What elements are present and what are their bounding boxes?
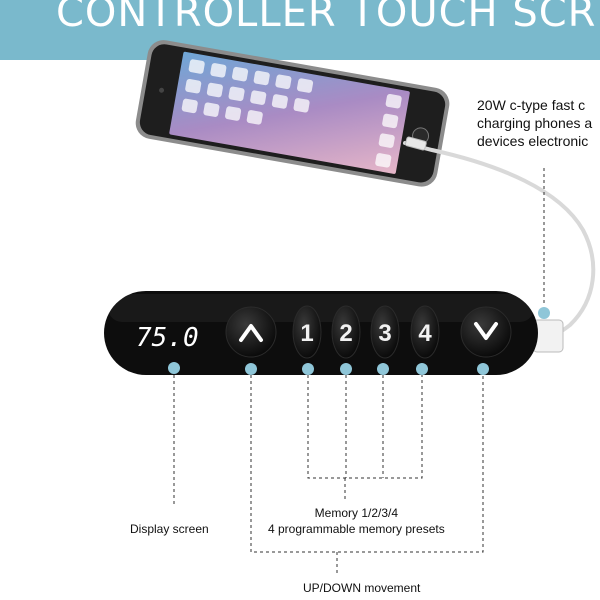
charging-note: 20W c-type fast c charging phones a devi… bbox=[477, 96, 600, 150]
marker-dots bbox=[168, 307, 550, 375]
memory-label-line-1: Memory 1/2/3/4 bbox=[314, 506, 399, 520]
charging-note-line-3: devices electronic bbox=[477, 133, 589, 149]
cable-plug-phone bbox=[404, 136, 427, 151]
marker-down bbox=[477, 363, 489, 375]
charging-note-line-2: charging phones a bbox=[477, 115, 593, 131]
marker-memory-1 bbox=[302, 363, 314, 375]
marker-memory-2 bbox=[340, 363, 352, 375]
app-icons bbox=[181, 59, 402, 168]
memory-button-2[interactable]: 2 bbox=[331, 305, 361, 359]
memory-button-4[interactable]: 4 bbox=[410, 305, 440, 359]
display-value: 75.0 bbox=[136, 323, 199, 353]
banner-title: CONTROLLER TOUCH SCREE bbox=[56, 0, 600, 36]
up-button[interactable] bbox=[225, 306, 277, 358]
title-banner: CONTROLLER TOUCH SCREE bbox=[0, 0, 600, 60]
chevron-up-icon bbox=[239, 324, 263, 342]
marker-memory-4 bbox=[416, 363, 428, 375]
phone-screen bbox=[169, 51, 410, 174]
leader-memory-outer bbox=[307, 375, 423, 479]
memory-button-4-label: 4 bbox=[418, 320, 432, 347]
display-screen-label: Display screen bbox=[130, 522, 209, 536]
memory-button-3-label: 3 bbox=[378, 320, 391, 347]
marker-display bbox=[168, 362, 180, 374]
memory-button-1-label: 1 bbox=[300, 320, 313, 347]
up-down-label: UP/DOWN movement bbox=[303, 581, 421, 595]
smartphone bbox=[135, 40, 450, 187]
charging-note-line-1: 20W c-type fast c bbox=[477, 97, 586, 113]
memory-button-2-label: 2 bbox=[339, 320, 352, 347]
chevron-down-icon bbox=[474, 322, 498, 340]
marker-charging bbox=[538, 307, 550, 319]
memory-button-1[interactable]: 1 bbox=[292, 305, 322, 359]
down-button[interactable] bbox=[460, 306, 512, 358]
leader-lines bbox=[173, 168, 545, 575]
memory-label: Memory 1/2/3/4 4 programmable memory pre… bbox=[268, 505, 445, 537]
marker-up bbox=[245, 363, 257, 375]
memory-label-line-2: 4 programmable memory presets bbox=[268, 522, 445, 536]
memory-button-3[interactable]: 3 bbox=[370, 305, 400, 359]
front-camera bbox=[159, 87, 165, 93]
marker-memory-3 bbox=[377, 363, 389, 375]
